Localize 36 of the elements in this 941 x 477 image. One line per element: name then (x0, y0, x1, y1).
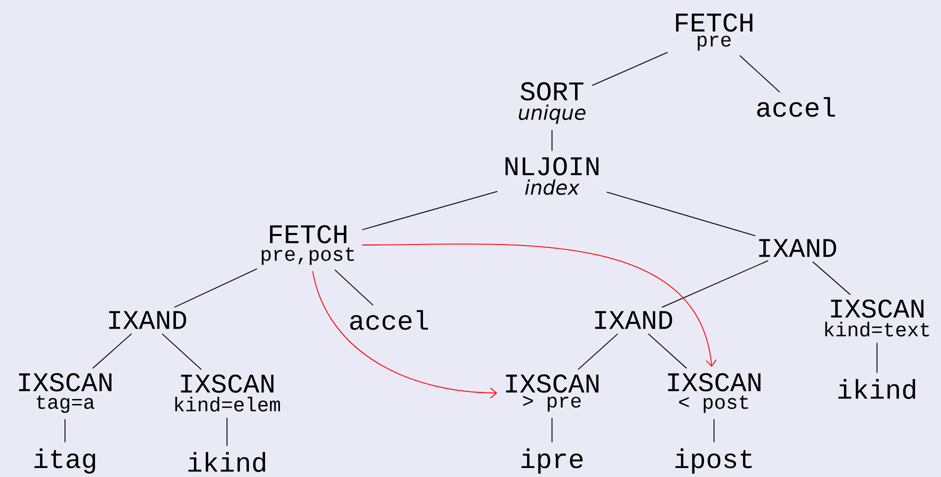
tree-edge (334, 269, 374, 306)
operator-label: SORT unique (518, 82, 586, 124)
tree-edge (362, 191, 498, 230)
tree-edge (64, 418, 66, 443)
operator-label: IXSCAN kind=elem (175, 374, 280, 412)
tree-edge (661, 260, 769, 308)
leaf-label: IXAND (595, 311, 672, 329)
arrow (362, 244, 717, 367)
tree-edge (162, 333, 202, 370)
leaf-label: IXAND (759, 239, 836, 257)
operator-label: IXSCAN kind=text (825, 299, 929, 337)
leaf-label: IXAND (109, 311, 186, 329)
leaf-label: ipre (521, 448, 583, 474)
tree-edge (92, 333, 132, 369)
operator-label: IXSCAN > pre (506, 374, 598, 412)
leaf-label: accel (350, 310, 428, 330)
leaf-label: ikind (838, 379, 916, 399)
tree-edge (606, 192, 756, 236)
tree-edge (226, 417, 228, 446)
tree-edge (592, 52, 668, 86)
tree-edge (578, 333, 618, 370)
operator-label: NLJOIN index (506, 157, 598, 195)
arrow (312, 270, 498, 398)
operator-label: FETCH pre,post (262, 225, 354, 265)
tree-edge (648, 333, 687, 369)
tree-edge (739, 55, 780, 93)
operator-label: FETCH pre (676, 13, 752, 51)
operator-label: IXSCAN < post (668, 373, 760, 413)
tree-edge (812, 261, 851, 296)
leaf-label: ipost (675, 448, 752, 474)
leaf-label: accel (757, 97, 836, 117)
leaf-label: itag (34, 448, 96, 474)
operator-label: IXSCAN tag=a (19, 373, 112, 413)
leaf-label: ikind (188, 452, 266, 472)
tree-edge (876, 342, 878, 374)
tree-edge (174, 268, 258, 308)
